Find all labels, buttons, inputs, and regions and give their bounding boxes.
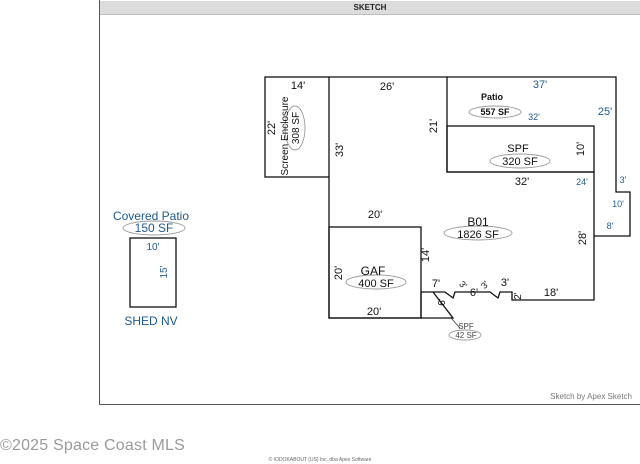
shed-label: SHED NV	[124, 314, 177, 328]
dim-20-top: 20'	[368, 209, 382, 221]
spf-upper-area: 320 SF	[502, 156, 538, 168]
dim-3-step1: 3'	[457, 279, 469, 291]
dim-3-step3: 3'	[501, 277, 509, 289]
dim-15: 15'	[159, 265, 170, 278]
spf-leader-line	[450, 317, 461, 329]
dim-28: 28'	[577, 231, 589, 245]
footer-text: © IODOKABOUT (US) Inc. dba Apex Software	[268, 457, 372, 463]
screen-enclosure-area: 308 SF	[291, 112, 302, 144]
b01-area: 1826 SF	[457, 229, 499, 241]
dim-37: 37'	[533, 79, 547, 91]
dim-10-shed: 10'	[146, 242, 159, 253]
gaf-outline	[328, 226, 422, 319]
patio-label: Patio	[481, 92, 504, 102]
screen-enclosure-label: Screen Enclosure	[280, 96, 291, 175]
spf-small-area-ellipse	[448, 329, 482, 341]
b01-area-ellipse	[443, 225, 513, 241]
dim-32: 32'	[515, 176, 529, 188]
dim-2: 2'	[513, 292, 524, 300]
dim-3-step2: 3'	[479, 279, 491, 291]
screen-enclosure-area-ellipse	[284, 105, 306, 151]
dim-10-spf: 10'	[575, 142, 587, 156]
screen-enclosure-outline	[264, 76, 330, 178]
spf-upper-label: SPF	[507, 143, 529, 155]
dim-24: 24'	[576, 177, 588, 187]
dim-6-spf: 6'	[437, 298, 448, 306]
dim-7: 7'	[432, 278, 440, 290]
dim-20-bottom: 20'	[367, 306, 381, 318]
dim-32-patio: 32'	[528, 112, 540, 122]
shed-outline	[129, 237, 177, 308]
spf-small-label: SPF	[458, 322, 474, 331]
dim-6-step: 6'	[470, 287, 478, 299]
gaf-area-ellipse	[345, 274, 407, 290]
dim-26: 26'	[380, 81, 394, 93]
dim-22: 22'	[266, 121, 278, 135]
dim-20-left: 20'	[333, 266, 345, 280]
dim-33: 33'	[334, 143, 346, 157]
spf-small-outline	[421, 291, 455, 319]
patio-area: 557 SF	[480, 107, 510, 117]
sketch-frame	[99, 0, 640, 405]
sketch-header: SKETCH	[100, 1, 640, 15]
spf-small-area: 42 SF	[455, 331, 476, 340]
spf-area-ellipse	[489, 153, 551, 169]
dim-18: 18'	[544, 287, 558, 299]
dim-3-patio: 3'	[620, 175, 627, 185]
dim-14-b01: 14'	[420, 248, 432, 262]
covered-patio-label: Covered Patio	[113, 209, 189, 223]
spf-upper-outline	[446, 125, 595, 173]
b01-label: B01	[467, 215, 489, 229]
apex-credit: Sketch by Apex Sketch	[550, 392, 632, 401]
covered-patio-area: 150 SF	[135, 221, 174, 235]
dim-25: 25'	[598, 106, 612, 118]
copyright-watermark: ©2025 Space Coast MLS	[0, 437, 185, 454]
dim-14: 14'	[291, 80, 305, 92]
covered-patio-area-ellipse	[122, 220, 186, 236]
dim-21: 21'	[428, 119, 440, 133]
patio-area-ellipse	[468, 105, 522, 119]
dim-10-patio: 10'	[612, 199, 624, 209]
gaf-area: 400 SF	[358, 278, 394, 290]
patio-outline	[447, 76, 631, 237]
dim-8: 8'	[607, 221, 614, 231]
gaf-label: GAF	[361, 264, 386, 278]
